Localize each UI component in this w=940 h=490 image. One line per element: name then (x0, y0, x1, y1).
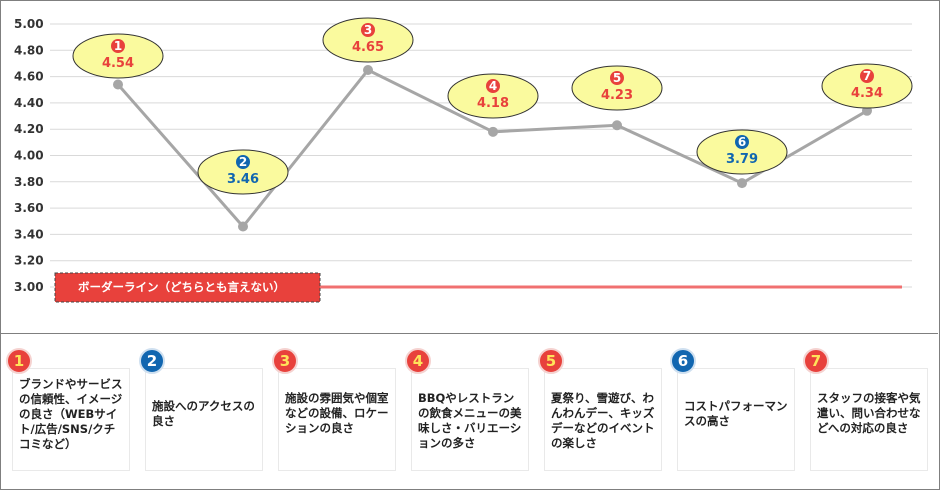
legend-card: コストパフォーマンスの高さ (677, 368, 795, 471)
data-point (113, 79, 123, 90)
callout-number: 7 (863, 69, 871, 83)
data-label: 4.54 (102, 56, 134, 71)
callout-bubble (322, 17, 414, 63)
legend-number: 1 (13, 352, 25, 370)
legend-number: 2 (146, 352, 158, 370)
legend-card-text: 夏祭り、雪遊び、わんわんデー、キッズデーなどのイベントの楽しさ (551, 391, 655, 450)
callout-number-marker (111, 39, 125, 53)
y-tick-label: 3.40 (14, 227, 44, 241)
callout-bubble (197, 149, 289, 195)
callout-number-marker (361, 23, 375, 37)
y-tick-label: 5.00 (14, 17, 44, 31)
legend-card: 施設の雰囲気や個室などの設備、ロケーションの良さ (278, 368, 396, 471)
callout-number-marker (610, 71, 624, 85)
callout-number: 1 (114, 39, 122, 53)
legend-card: スタッフの接客や気遣い、問い合わせなどへの対応の良さ (810, 368, 928, 471)
legend-card-text: 施設の雰囲気や個室などの設備、ロケーションの良さ (285, 391, 389, 435)
callout-bubble (696, 129, 788, 175)
legend-card-text: コストパフォーマンスの高さ (684, 399, 788, 428)
callout-bubble (447, 73, 539, 119)
legend-card-text: ブランドやサービスの信頼性、イメージの良さ（WEBサイト/広告/SNS/クチコミ… (19, 377, 123, 451)
callout-number-marker (486, 79, 500, 93)
callout-number: 6 (738, 135, 746, 149)
y-tick-label: 4.60 (14, 70, 44, 84)
y-tick-label: 3.00 (14, 280, 44, 294)
callout-number-marker (236, 155, 250, 169)
legend-card-text: BBQやレストランの飲食メニューの美味しさ・バリエーションの多さ (418, 391, 522, 450)
legend-number: 3 (279, 352, 291, 370)
legend-number-badge: 5 (538, 348, 564, 374)
y-tick-label: 3.80 (14, 175, 44, 189)
callout-bubble (821, 63, 913, 109)
y-tick-label: 4.40 (14, 96, 44, 110)
callout-bubble (72, 33, 164, 79)
callout-number-marker (735, 135, 749, 149)
data-point (363, 65, 373, 76)
data-label: 4.18 (477, 96, 509, 111)
data-point (488, 126, 498, 137)
legend-number: 7 (810, 352, 822, 370)
legend-number: 5 (545, 352, 557, 370)
callout-number: 3 (364, 23, 372, 37)
legend-number: 4 (412, 352, 424, 370)
legend-number-badge: 3 (272, 348, 298, 374)
legend-number-badge: 2 (139, 348, 165, 374)
legend-number-badge: 1 (6, 348, 32, 374)
legend-number-badge: 4 (405, 348, 431, 374)
y-tick-label: 4.00 (14, 149, 44, 163)
border-line-label-box (54, 272, 321, 303)
legend-card-text: スタッフの接客や気遣い、問い合わせなどへの対応の良さ (817, 391, 921, 435)
legend-number: 6 (677, 352, 689, 370)
y-tick-label: 4.80 (14, 43, 44, 57)
callout-number: 2 (239, 155, 247, 169)
border-line-label: ボーダーライン（どちらとも言えない） (78, 280, 285, 294)
data-label: 4.65 (352, 40, 384, 55)
callout-bubble (571, 65, 663, 111)
data-point (737, 178, 747, 189)
y-tick-label: 3.20 (14, 254, 44, 268)
legend-card: ブランドやサービスの信頼性、イメージの良さ（WEBサイト/広告/SNS/クチコミ… (12, 368, 130, 471)
legend-card: 夏祭り、雪遊び、わんわんデー、キッズデーなどのイベントの楽しさ (544, 368, 662, 471)
line-chart: 5.00 4.80 4.60 4.40 4.20 4.00 3.80 3.60 3.40 3.20… (14, 17, 913, 303)
legend-card: BBQやレストランの飲食メニューの美味しさ・バリエーションの多さ (411, 368, 529, 471)
callout-number: 4 (489, 79, 497, 93)
data-label: 3.46 (227, 172, 259, 187)
legend-card: 施設へのアクセスの良さ (145, 368, 263, 471)
y-tick-label: 3.60 (14, 201, 44, 215)
divider-line (0, 333, 938, 334)
callout-number-marker (860, 69, 874, 83)
legend-number-badge: 7 (803, 348, 829, 374)
data-label: 3.79 (726, 152, 758, 167)
y-tick-label: 4.20 (14, 122, 44, 136)
legend-card-text: 施設へのアクセスの良さ (152, 399, 255, 428)
legend-number-badge: 6 (670, 348, 696, 374)
data-point (612, 120, 622, 131)
data-label: 4.23 (601, 88, 633, 103)
callout-number: 5 (613, 71, 621, 85)
data-label: 4.34 (851, 86, 883, 101)
data-point (238, 221, 248, 232)
